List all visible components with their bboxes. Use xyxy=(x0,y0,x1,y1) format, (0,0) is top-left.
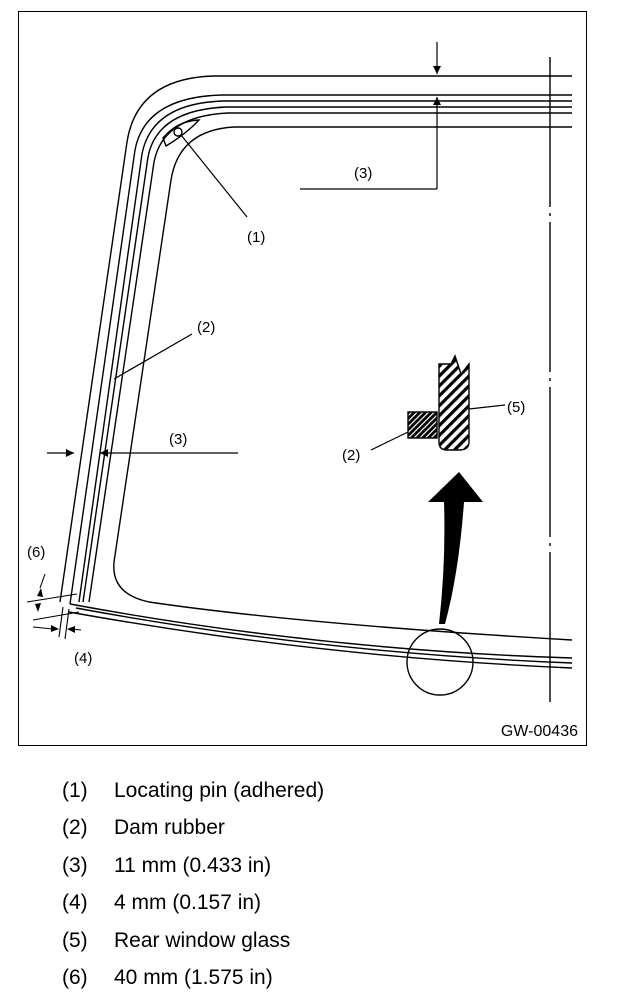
legend-item: (5)Rear window glass xyxy=(62,922,324,960)
dam-rubber-inner xyxy=(89,113,572,602)
callout-3-side: (3) xyxy=(169,431,187,448)
callout-4: (4) xyxy=(74,650,92,667)
callout-3-top: (3) xyxy=(354,165,372,182)
legend-item: (4)4 mm (0.157 in) xyxy=(62,885,324,923)
legend-text: Dam rubber xyxy=(114,816,225,840)
legend-number: (2) xyxy=(62,816,114,840)
diagram-drawing: (3) (1) (2) (5) (3) (2) (6) (4) xyxy=(19,12,588,747)
callout-2-top: (2) xyxy=(197,319,215,336)
callout-2-detail: (2) xyxy=(342,447,360,464)
window-diagram: (3) (1) (2) (5) (3) (2) (6) (4) GW-00436 xyxy=(18,11,587,746)
legend-text: 40 mm (1.575 in) xyxy=(114,966,273,990)
legend-text: 11 mm (0.433 in) xyxy=(114,854,271,878)
legend-number: (4) xyxy=(62,891,114,915)
inner-opening xyxy=(114,127,572,640)
legend-number: (1) xyxy=(62,779,114,803)
body-outline-outer xyxy=(60,76,572,602)
detail-arrow xyxy=(428,472,483,624)
callout-1: (1) xyxy=(247,229,265,246)
figure-id: GW-00436 xyxy=(501,723,578,741)
bottom-edge-1 xyxy=(70,604,572,658)
callout-5: (5) xyxy=(507,399,525,416)
legend-text: Rear window glass xyxy=(114,929,290,953)
locating-pin-hole xyxy=(174,128,182,136)
legend-item: (1)Locating pin (adhered) xyxy=(62,772,324,810)
legend-text: Locating pin (adhered) xyxy=(114,779,324,803)
legend-number: (6) xyxy=(62,966,114,990)
cross-section-detail xyxy=(408,356,469,450)
callout-6: (6) xyxy=(27,544,45,561)
legend-item: (6)40 mm (1.575 in) xyxy=(62,960,324,997)
legend-number: (5) xyxy=(62,929,114,953)
legend-item: (3)11 mm (0.433 in) xyxy=(62,847,324,885)
legend-list: (1)Locating pin (adhered) (2)Dam rubber … xyxy=(62,772,324,997)
glass-edge-inner xyxy=(79,101,572,602)
legend-text: 4 mm (0.157 in) xyxy=(114,891,261,915)
legend-number: (3) xyxy=(62,854,114,878)
legend-item: (2)Dam rubber xyxy=(62,810,324,848)
